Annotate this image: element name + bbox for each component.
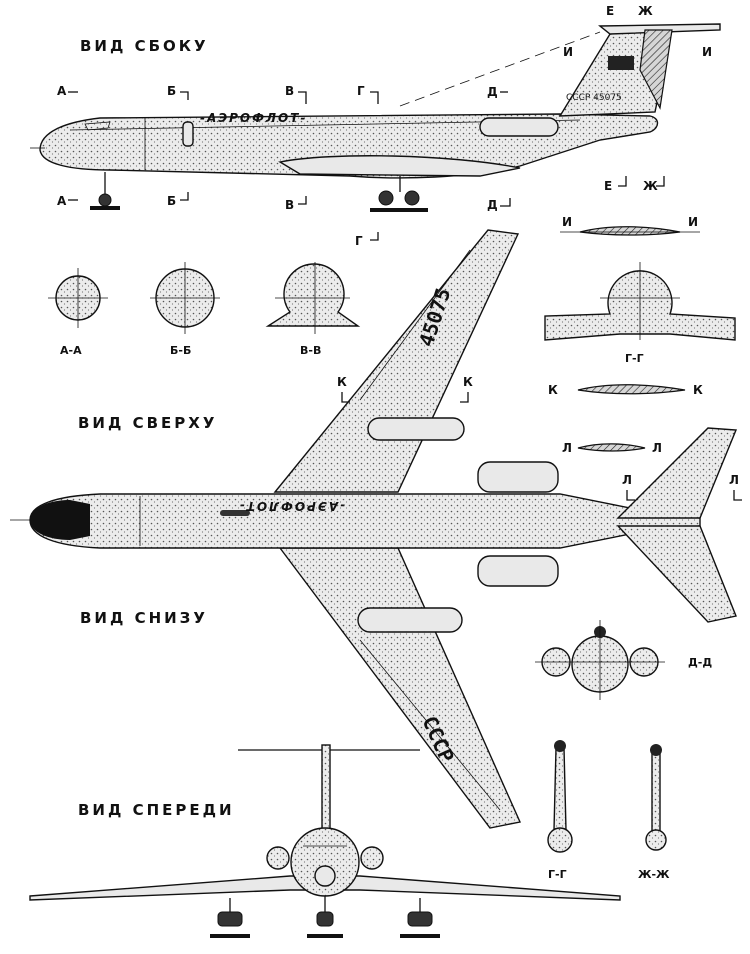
marker-k-left: К [337,375,347,389]
top-nose-cap [30,500,90,540]
caption-gg-gear: Г-Г [548,868,567,881]
marker-zh-top: Ж [638,4,653,18]
bottom-view-title: ВИД СНИЗУ [80,609,208,627]
top-view-title: ВИД СВЕРХУ [78,414,217,432]
section-vv-shape [265,263,361,327]
section-gg-gear-shape [547,827,573,853]
marker-l-left: Л [622,473,632,487]
marker-d-top: Д [487,85,498,99]
caption-bb: Б-Б [170,344,191,357]
marker-v-top: В [285,84,294,98]
top-rear-engine-lower [477,555,559,587]
top-bottom-view: ВИД СВЕРХУ ВИД СНИЗУ 45075 СССР -АЭРОФЛО… [10,229,742,829]
top-wing-pod [367,417,465,441]
marker-k-right: К [463,375,473,389]
marker-d-bottom: Д [487,198,498,212]
caption-dd: Д-Д [688,656,712,669]
marker-e-top: Е [606,4,614,18]
airfoil-ii [579,226,681,236]
side-door [182,121,194,147]
section-dd: Д-Д [535,620,712,700]
caption-zhzh: Ж-Ж [638,868,670,881]
side-main-gear [404,190,420,206]
marker-a-top: А [57,84,67,98]
marker-g-bottom: Г [355,234,363,248]
marker-i-airfoil-right: И [688,215,698,229]
marker-i-left: И [563,45,573,59]
caption-vv: В-В [300,344,321,357]
marker-b-bottom: Б [167,194,176,208]
marker-b-top: Б [167,84,176,98]
side-airline-lettering: -АЭРОФЛОТ- [200,111,307,125]
airfoil-kk [577,384,686,395]
caption-aa: А-А [60,344,82,357]
side-view: ВИД СБОКУ -АЭРОФЛОТ- СССР 45075 А [30,4,721,248]
side-engine [479,117,559,137]
front-engine-right [360,846,384,870]
marker-l-right: Л [729,473,739,487]
marker-l-airfoil-left: Л [562,441,572,455]
front-fin [321,744,331,836]
marker-k-airfoil-left: К [548,383,558,397]
front-view: ВИД СПЕРЕДИ [29,744,621,938]
marker-v-bottom: В [285,198,294,212]
section-zhzh-shape [645,829,667,851]
side-view-title: ВИД СБОКУ [80,37,209,55]
side-stabilizer [598,23,721,35]
top-tail-upper [616,427,738,519]
front-engine-left [266,846,290,870]
marker-zh-bottom: Ж [643,179,658,193]
marker-e-bottom: Е [604,179,612,193]
marker-k-airfoil-right: К [693,383,703,397]
side-registration: СССР 45075 [566,93,622,103]
top-rear-engine-upper [477,461,559,493]
top-fuselage [29,493,701,549]
side-flag [608,56,634,70]
side-nose-gear [98,193,112,207]
top-airline-lettering: -АЭРОФЛОТ- [238,499,345,513]
top-tail-lower [616,525,737,623]
wing-sections: И И Г-Г К К Л Л [544,215,736,455]
marker-l-airfoil-right: Л [652,441,662,455]
gear-sections: Г-Г Ж-Ж [547,740,670,881]
side-wing [278,155,521,177]
marker-a-bottom: А [57,194,67,208]
bottom-wing-pod [357,607,463,633]
front-view-title: ВИД СПЕРЕДИ [78,801,235,819]
marker-i-airfoil-left: И [562,215,572,229]
marker-i-right: И [702,45,712,59]
fuselage-sections: А-А Б-Б В-В [48,262,361,357]
front-landing-gear [210,896,440,938]
caption-gg-wing: Г-Г [625,352,644,365]
marker-g-top: Г [357,84,365,98]
airfoil-ll [577,443,646,452]
top-wing-upper [273,229,520,493]
